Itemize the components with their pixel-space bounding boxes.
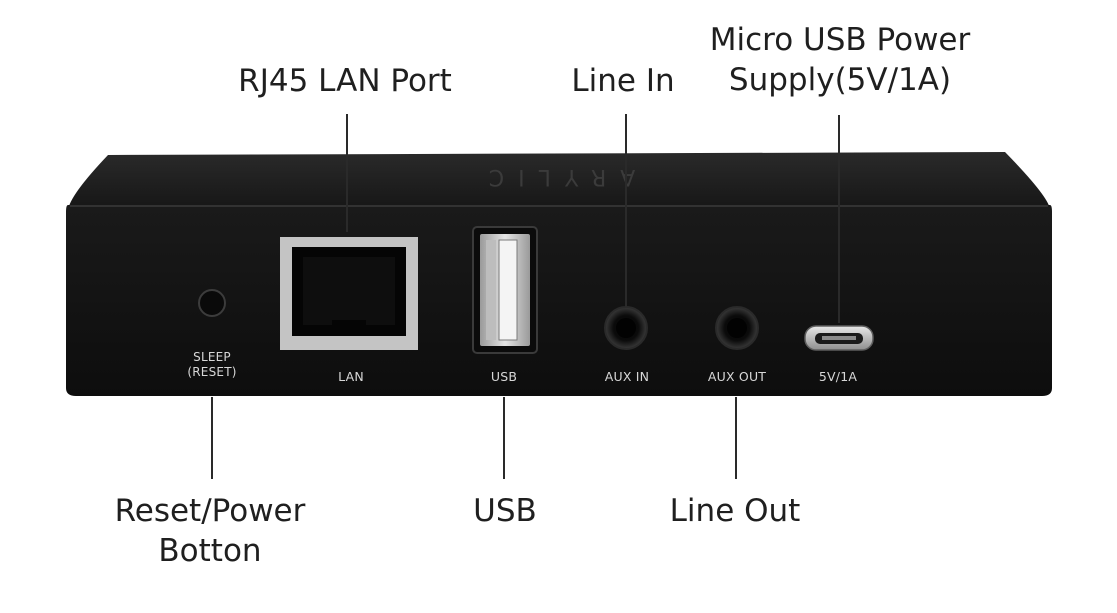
port-label-aux-in: AUX IN [604,369,650,384]
usb-port-icon [472,226,538,354]
port-label-usb: USB [490,369,518,384]
leader-line-line-in [625,114,627,307]
callout-line-out: Line Out [669,493,801,529]
callout-micro-usb-line2: Supply(5V/1A) [728,62,952,98]
brand-imprint: ARYLIC [475,164,635,189]
callout-reset-line1: Reset/Power [114,493,306,529]
callout-line-in: Line In [571,63,675,99]
callout-reset-power: Reset/Power Botton [115,491,306,571]
callout-micro-usb-power: Micro USB Power Supply(5V/1A) [710,20,971,100]
port-label-lan: LAN [338,369,364,384]
port-label-sleep: SLEEP (RESET) [187,350,237,379]
leader-line-micro-usb [838,115,840,323]
callout-usb: USB [473,493,537,529]
port-label-power: 5V/1A [818,369,858,384]
callout-rj45-lan-port: RJ45 LAN Port [238,63,452,99]
leader-line-line-out [735,397,737,479]
micro-usb-port-icon [804,325,874,351]
reset-button-icon [198,289,226,317]
leader-line-rj45 [346,114,348,232]
lan-port-icon [280,237,418,350]
leader-line-reset [211,397,213,479]
port-label-aux-out: AUX OUT [707,369,767,384]
callout-micro-usb-line1: Micro USB Power [709,22,971,58]
callout-reset-line2: Botton [158,533,262,569]
device-top-surface [68,152,1050,210]
leader-line-usb [503,397,505,479]
